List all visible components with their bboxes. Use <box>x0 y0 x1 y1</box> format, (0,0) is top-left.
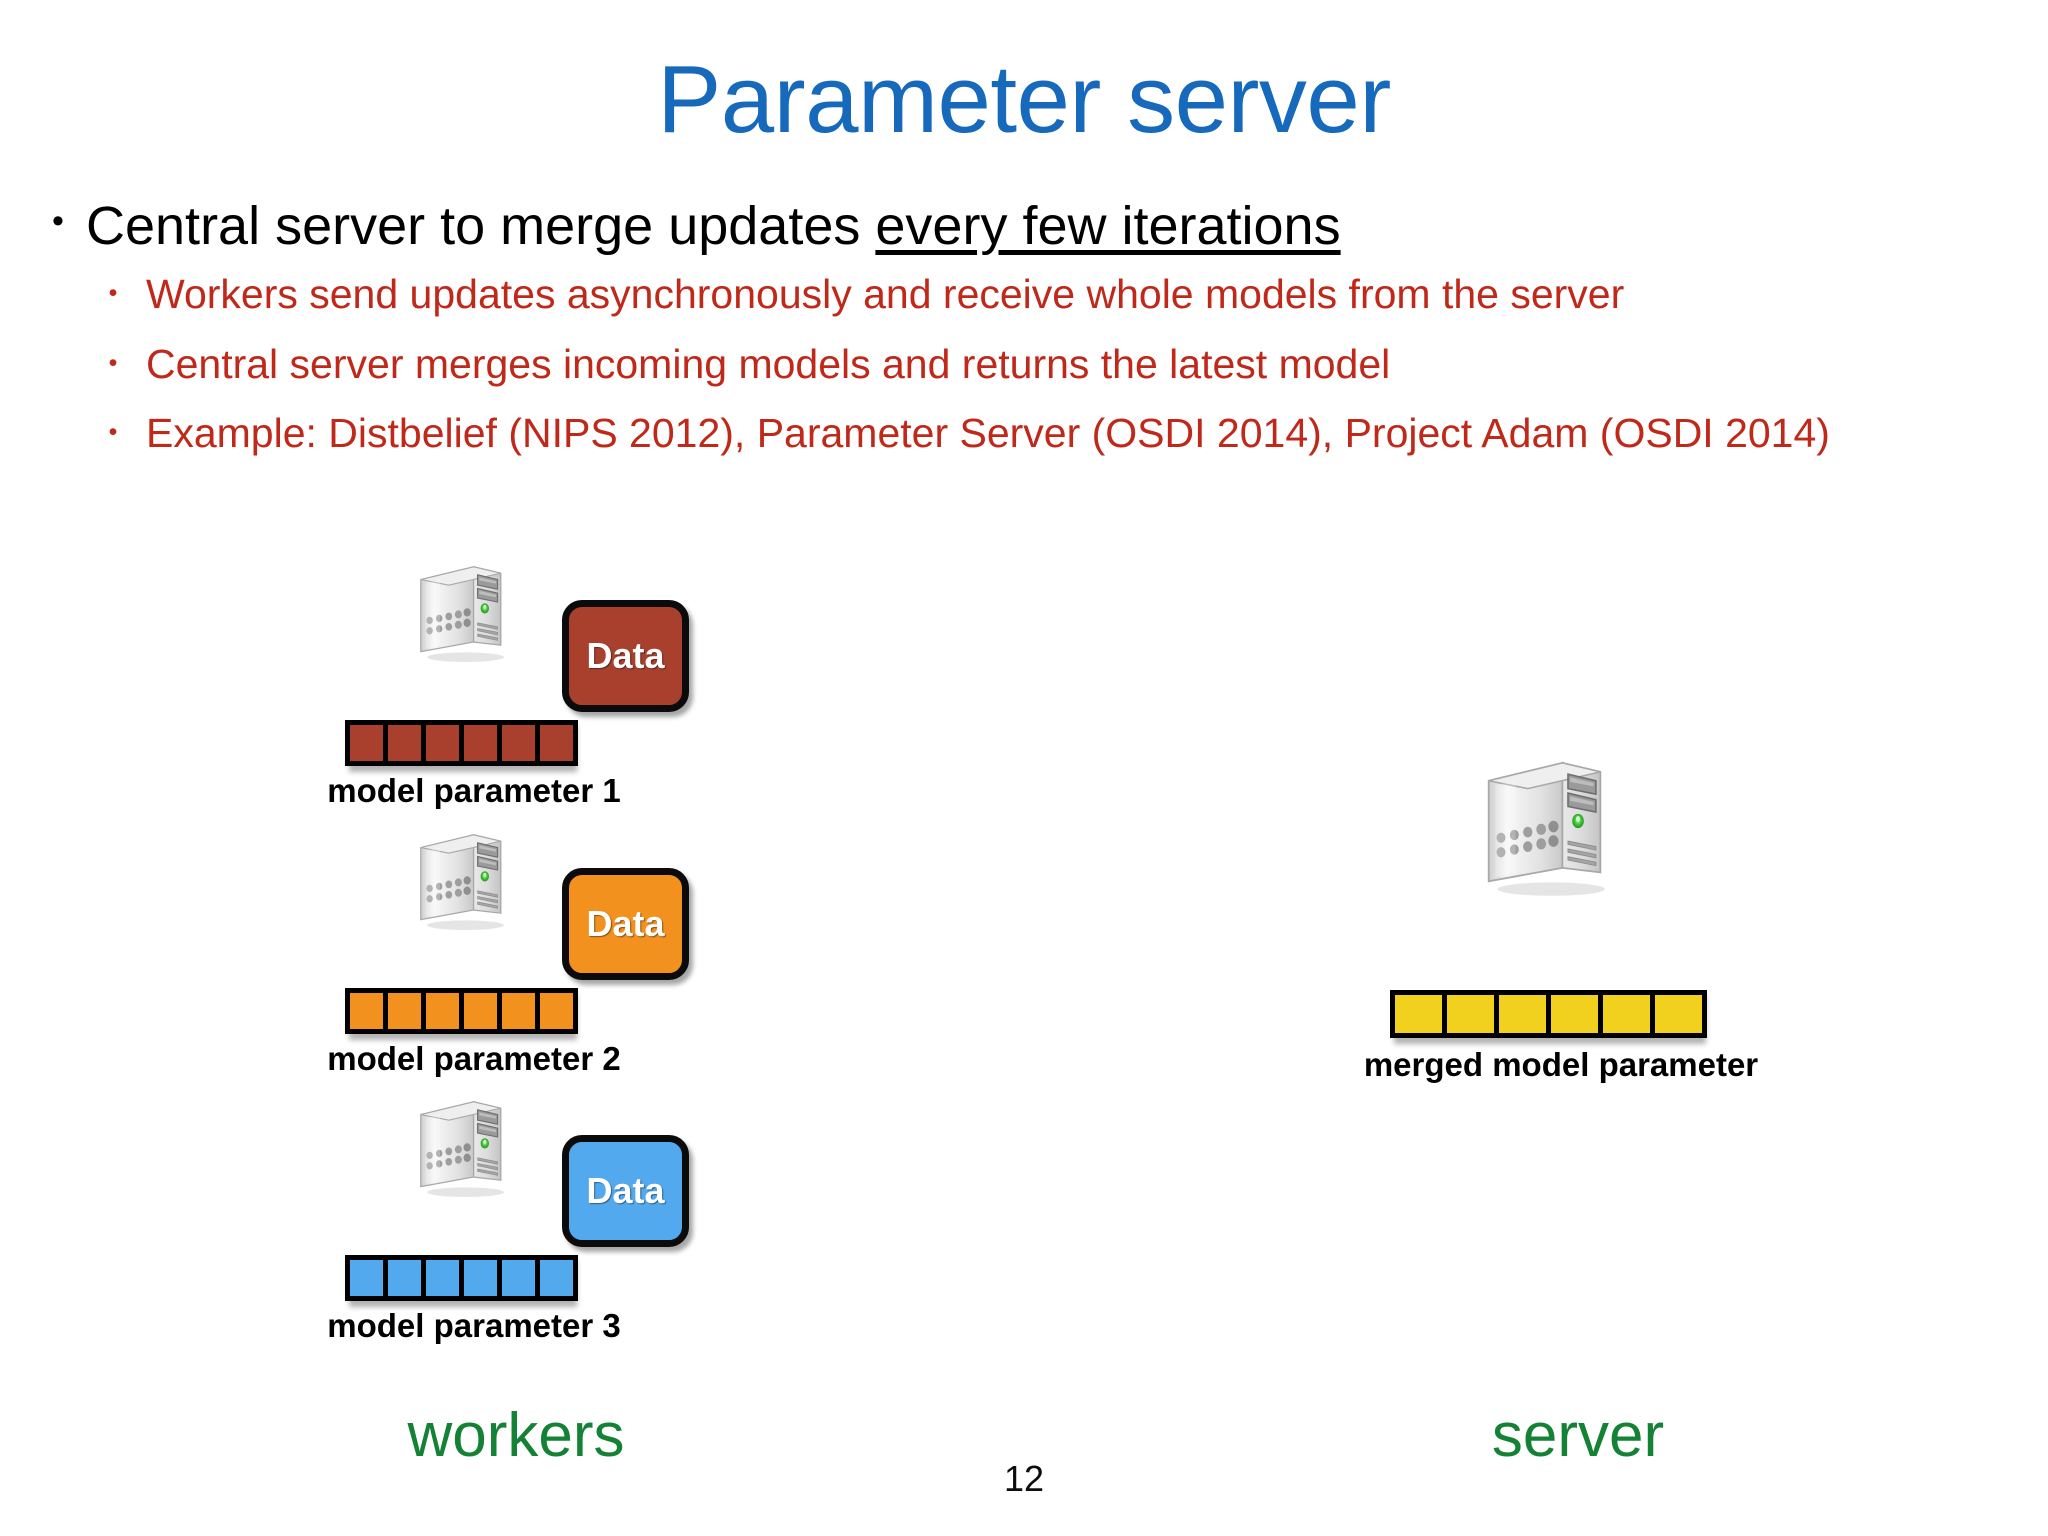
parameter-cell <box>535 1255 578 1301</box>
merged-parameter-strip <box>1390 990 1707 1038</box>
sub-bullet-1-text: Workers send updates asynchronously and … <box>146 271 1625 318</box>
bullet-marker-icon: • <box>108 418 118 447</box>
page-title: Parameter server <box>657 46 1391 153</box>
data-box-2: Data <box>562 868 689 980</box>
sub-bullet-2: • Central server merges incoming models … <box>30 340 2020 388</box>
parameter-cell <box>383 1255 426 1301</box>
parameter-cell <box>1546 990 1603 1038</box>
parameter-cell <box>421 720 464 766</box>
main-bullet-text-underlined: every few iterations <box>875 196 1341 256</box>
server-tower-icon <box>420 565 504 662</box>
workers-section-label: workers <box>407 1401 625 1470</box>
data-box-label: Data <box>586 903 665 944</box>
page-number: 12 <box>1003 1458 1045 1499</box>
server-tower-icon <box>420 833 504 930</box>
bullet-marker-icon: • <box>108 348 118 377</box>
bullet-marker-icon: • <box>108 279 118 308</box>
parameter-cell <box>535 720 578 766</box>
parameter-cell <box>421 988 464 1034</box>
merged-parameter-label: merged model parameter <box>1363 1046 1759 1083</box>
parameter-label-3: model parameter 3 <box>327 1307 621 1344</box>
main-bullet-text-plain: Central server to merge updates <box>86 196 876 256</box>
parameter-cell <box>1650 990 1707 1038</box>
parameter-cell <box>1598 990 1655 1038</box>
data-box-label: Data <box>586 635 665 676</box>
sub-bullet-3-text: Example: Distbelief (NIPS 2012), Paramet… <box>146 410 1830 457</box>
server-tower-2 <box>416 830 512 935</box>
sub-bullet-2-text: Central server merges incoming models an… <box>146 340 1391 387</box>
parameter-label-2: model parameter 2 <box>327 1040 621 1077</box>
parameter-cell <box>497 720 540 766</box>
server-tower-icon <box>1487 761 1605 896</box>
data-box-3: Data <box>562 1135 689 1247</box>
server-tower-1 <box>416 562 512 667</box>
parameter-cell <box>345 1255 388 1301</box>
parameter-cell <box>497 988 540 1034</box>
data-box-1: Data <box>562 600 689 712</box>
parameter-strip-2 <box>345 988 578 1034</box>
parameter-strip-1 <box>345 720 578 766</box>
parameter-cell <box>459 720 502 766</box>
main-bullet: • Central server to merge updates every … <box>30 196 2020 256</box>
parameter-cell <box>1442 990 1499 1038</box>
server-tower-main <box>1482 756 1616 901</box>
bullet-list: • Central server to merge updates every … <box>30 196 2020 479</box>
server-section-label: server <box>1491 1401 1665 1470</box>
parameter-cell <box>345 988 388 1034</box>
sub-bullet-1: • Workers send updates asynchronously an… <box>30 270 2020 318</box>
parameter-cell <box>459 1255 502 1301</box>
server-tower-3 <box>416 1097 512 1202</box>
parameter-cell <box>1390 990 1447 1038</box>
bullet-marker-icon: • <box>52 202 64 240</box>
server-tower-icon <box>420 1100 504 1197</box>
parameter-label-1: model parameter 1 <box>327 772 621 809</box>
parameter-cell <box>383 988 426 1034</box>
main-bullet-text: Central server to merge updates every fe… <box>86 196 2020 256</box>
parameter-cell <box>497 1255 540 1301</box>
parameter-strip-3 <box>345 1255 578 1301</box>
data-box-label: Data <box>586 1170 665 1211</box>
parameter-cell <box>459 988 502 1034</box>
parameter-cell <box>421 1255 464 1301</box>
parameter-cell <box>345 720 388 766</box>
parameter-cell <box>1494 990 1551 1038</box>
parameter-cell <box>535 988 578 1034</box>
parameter-cell <box>383 720 426 766</box>
sub-bullet-3: • Example: Distbelief (NIPS 2012), Param… <box>30 409 2020 457</box>
